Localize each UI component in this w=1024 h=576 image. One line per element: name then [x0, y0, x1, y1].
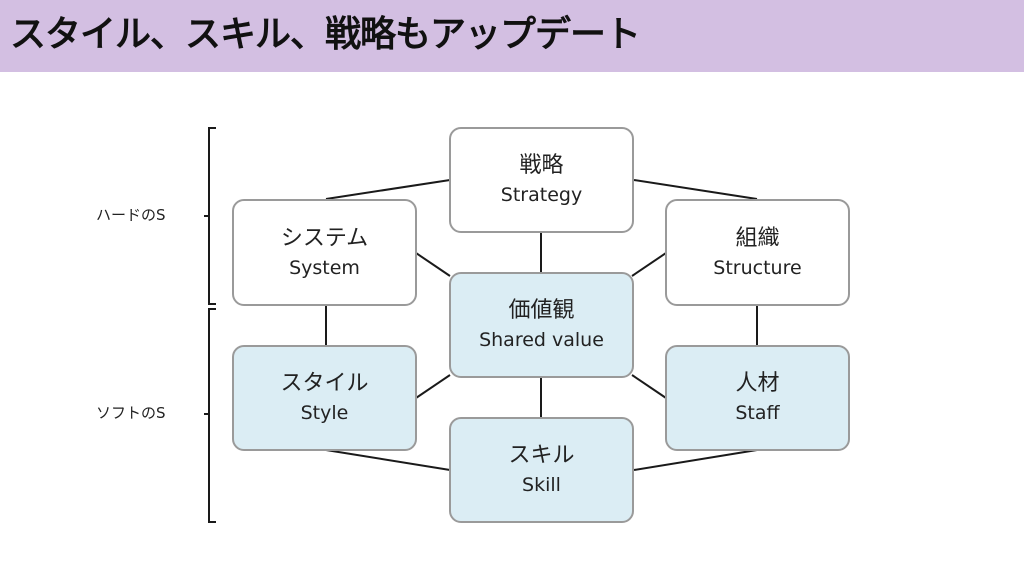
line-staff-skill	[633, 449, 758, 471]
node-skill-jp: スキル	[508, 443, 575, 468]
node-style-en: Style	[300, 402, 349, 424]
bracket-soft	[208, 308, 216, 523]
node-staff: 人材 Staff	[665, 345, 850, 451]
line-strategy-structure	[633, 179, 758, 200]
node-shared-value: 価値観 Shared value	[449, 272, 634, 378]
node-style-jp: スタイル	[280, 371, 369, 396]
node-strategy-en: Strategy	[500, 184, 583, 206]
node-shared-value-jp: 価値観	[508, 298, 575, 323]
node-strategy-jp: 戦略	[519, 153, 564, 178]
label-hard-s: ハードのS	[96, 206, 166, 224]
node-structure-jp: 組織	[735, 225, 780, 251]
node-system-en: System	[289, 256, 360, 279]
node-strategy: 戦略 Strategy	[449, 127, 634, 233]
line-structure-shared	[631, 252, 667, 277]
node-style: スタイル Style	[232, 345, 417, 451]
title-bar: スタイル、スキル、戦略もアップデート	[0, 0, 1024, 72]
line-style-skill	[325, 449, 451, 471]
line-strategy-system	[325, 179, 451, 200]
node-skill-en: Skill	[522, 474, 561, 496]
node-system: システム System	[232, 199, 417, 306]
line-system-shared	[415, 252, 451, 277]
slide-title: スタイル、スキル、戦略もアップデート	[10, 14, 641, 55]
bracket-hard	[208, 127, 216, 305]
node-staff-jp: 人材	[735, 371, 780, 396]
line-staff-shared	[631, 374, 667, 399]
node-skill: スキル Skill	[449, 417, 634, 523]
node-structure: 組織 Structure	[665, 199, 850, 306]
node-staff-en: Staff	[735, 402, 780, 424]
node-shared-value-en: Shared value	[479, 329, 604, 351]
node-system-jp: システム	[280, 225, 369, 251]
label-soft-s: ソフトのS	[96, 404, 166, 422]
line-style-shared	[415, 374, 451, 399]
node-structure-en: Structure	[713, 256, 802, 279]
